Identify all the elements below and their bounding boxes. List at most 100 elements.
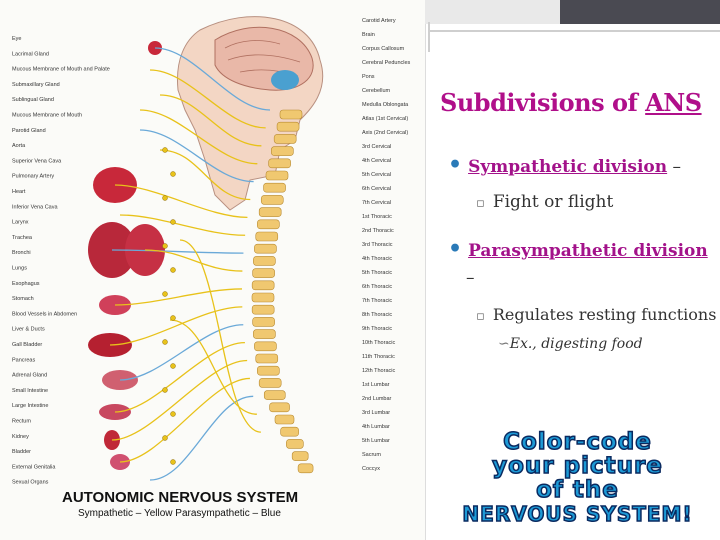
vertebra: [279, 109, 303, 120]
sympathetic-nerve: [179, 239, 261, 433]
ganglion: [170, 459, 176, 465]
poster-left-label: Esophagus: [12, 281, 40, 287]
poster-right-label: 11th Thoracic: [362, 354, 395, 360]
poster-right-label: Brain: [362, 32, 375, 38]
poster-right-label: Medulla Oblongata: [362, 102, 409, 108]
sympathetic-nerve: [111, 359, 248, 441]
sub-bullet-icon: ▫: [476, 196, 485, 211]
poster-left-label: Adrenal Gland: [12, 373, 47, 379]
wavy-bullet-icon: ∽: [498, 336, 510, 352]
poster-right-label: 7th Cervical: [362, 200, 391, 206]
vertebra: [252, 317, 275, 327]
sub-bullet-icon: ▫: [476, 309, 485, 324]
poster-left-label: Small Intestine: [12, 388, 48, 394]
nerve-lines: [109, 47, 271, 481]
poster-left-label: Bladder: [12, 449, 31, 455]
sub-resting-functions: ▫ Regulates resting functions: [476, 305, 716, 324]
sympathetic-nerve: [109, 306, 243, 346]
slide-title: Subdivisions of ANS: [440, 88, 702, 117]
poster-left-label: Larynx: [12, 220, 29, 226]
vertebra: [271, 146, 294, 156]
poster-right-label: 9th Thoracic: [362, 326, 392, 332]
poster-right-label: Cerebellum: [362, 88, 391, 94]
poster-right-label: Carotid Artery: [362, 18, 396, 24]
vertebra: [276, 121, 300, 132]
poster-right-label: 3rd Thoracic: [362, 242, 393, 248]
poster-right-label: Corpus Callosum: [362, 46, 405, 52]
poster-right-label: 8th Thoracic: [362, 312, 392, 318]
poster-left-label: Stomach: [12, 296, 34, 302]
ganglion: [162, 243, 168, 249]
poster-left-label: Aorta: [12, 143, 26, 149]
sub-resting-text: Regulates resting functions: [492, 305, 717, 324]
vertebra: [254, 341, 277, 352]
poster-left-label: External Genitalia: [12, 464, 56, 470]
bullet-dot-icon: •: [448, 236, 463, 262]
poster-right-label: 1st Thoracic: [362, 214, 392, 220]
parasympathetic-nerve: [119, 324, 244, 381]
callout-line-2: your picture: [491, 453, 663, 479]
sub-fight-text: Fight or flight: [492, 192, 614, 212]
vertebra: [273, 134, 297, 144]
slide-title-main: Subdivisions of: [440, 88, 646, 117]
poster-right-label: 5th Lumbar: [362, 438, 390, 444]
poster-left-label: Mucous Membrane of Mouth and Palate: [12, 67, 110, 73]
bullet-dot-icon: •: [448, 152, 463, 178]
ganglion: [170, 363, 176, 369]
brainstem-highlight: [271, 70, 299, 90]
stomach-organ: [99, 295, 131, 315]
vertebra: [255, 353, 279, 364]
vertebra: [297, 463, 314, 474]
ganglion: [170, 171, 176, 177]
poster-right-label: Sacrum: [362, 452, 381, 458]
sympathetic-nerve: [144, 249, 243, 272]
vertebra: [251, 304, 275, 315]
poster-title: AUTONOMIC NERVOUS SYSTEM: [62, 489, 298, 506]
ganglion: [162, 147, 168, 153]
callout-line-3: of the: [535, 477, 619, 503]
poster-right-label: Atlas (1st Cervical): [362, 116, 408, 122]
vertebra: [254, 243, 277, 254]
bullet-parasympathetic: •Parasympathetic division: [448, 236, 708, 262]
vertebra: [253, 256, 276, 266]
poster-left-label: Eye: [12, 36, 21, 42]
sympathetic-nerve: [149, 69, 266, 129]
callout-line-4: NERVOUS SYSTEM!: [462, 501, 693, 527]
slide-corner-dark: [560, 0, 720, 24]
vertebra: [255, 231, 279, 242]
vertebra: [258, 378, 282, 388]
poster-right-label: 2nd Lumbar: [362, 396, 392, 402]
poster-subtitle: Sympathetic – Yellow Parasympathetic – B…: [78, 508, 281, 519]
poster-left-label: Inferior Vena Cava: [12, 204, 58, 210]
poster-right-label: 2nd Thoracic: [362, 228, 394, 234]
parasympathetic-nerve: [139, 129, 254, 183]
sympathetic-nerve: [169, 319, 257, 415]
poster-right-label: Pons: [362, 74, 375, 80]
vertebra: [260, 195, 284, 205]
bullet-parasympathetic-text: Parasympathetic division: [468, 241, 708, 261]
poster-right-label: 12th Thoracic: [362, 368, 395, 374]
poster-left-label: Gall Bladder: [12, 342, 42, 348]
ganglion: [162, 339, 168, 345]
vertebra: [251, 292, 275, 303]
poster-right-label: Axis (2nd Cervical): [362, 130, 408, 136]
poster-right-label: 4th Thoracic: [362, 256, 392, 262]
sympathetic-nerve: [159, 94, 262, 147]
poster-left-label: Submaxillary Gland: [12, 82, 60, 88]
poster-left-label: Pulmonary Artery: [12, 174, 54, 180]
poster-left-label: Superior Vena Cava: [12, 158, 62, 164]
vertebra: [253, 329, 276, 339]
ganglion: [162, 387, 168, 393]
spinal-column: [251, 109, 314, 474]
sympathetic-nerve: [139, 109, 258, 165]
poster-right-label: 5th Thoracic: [362, 270, 392, 276]
ganglion: [170, 219, 176, 225]
poster-right-label: 4th Cervical: [362, 158, 391, 164]
callout-line-1: Color-code: [502, 429, 652, 455]
poster-right-label: Coccyx: [362, 466, 380, 472]
sympathetic-nerve: [114, 184, 248, 219]
